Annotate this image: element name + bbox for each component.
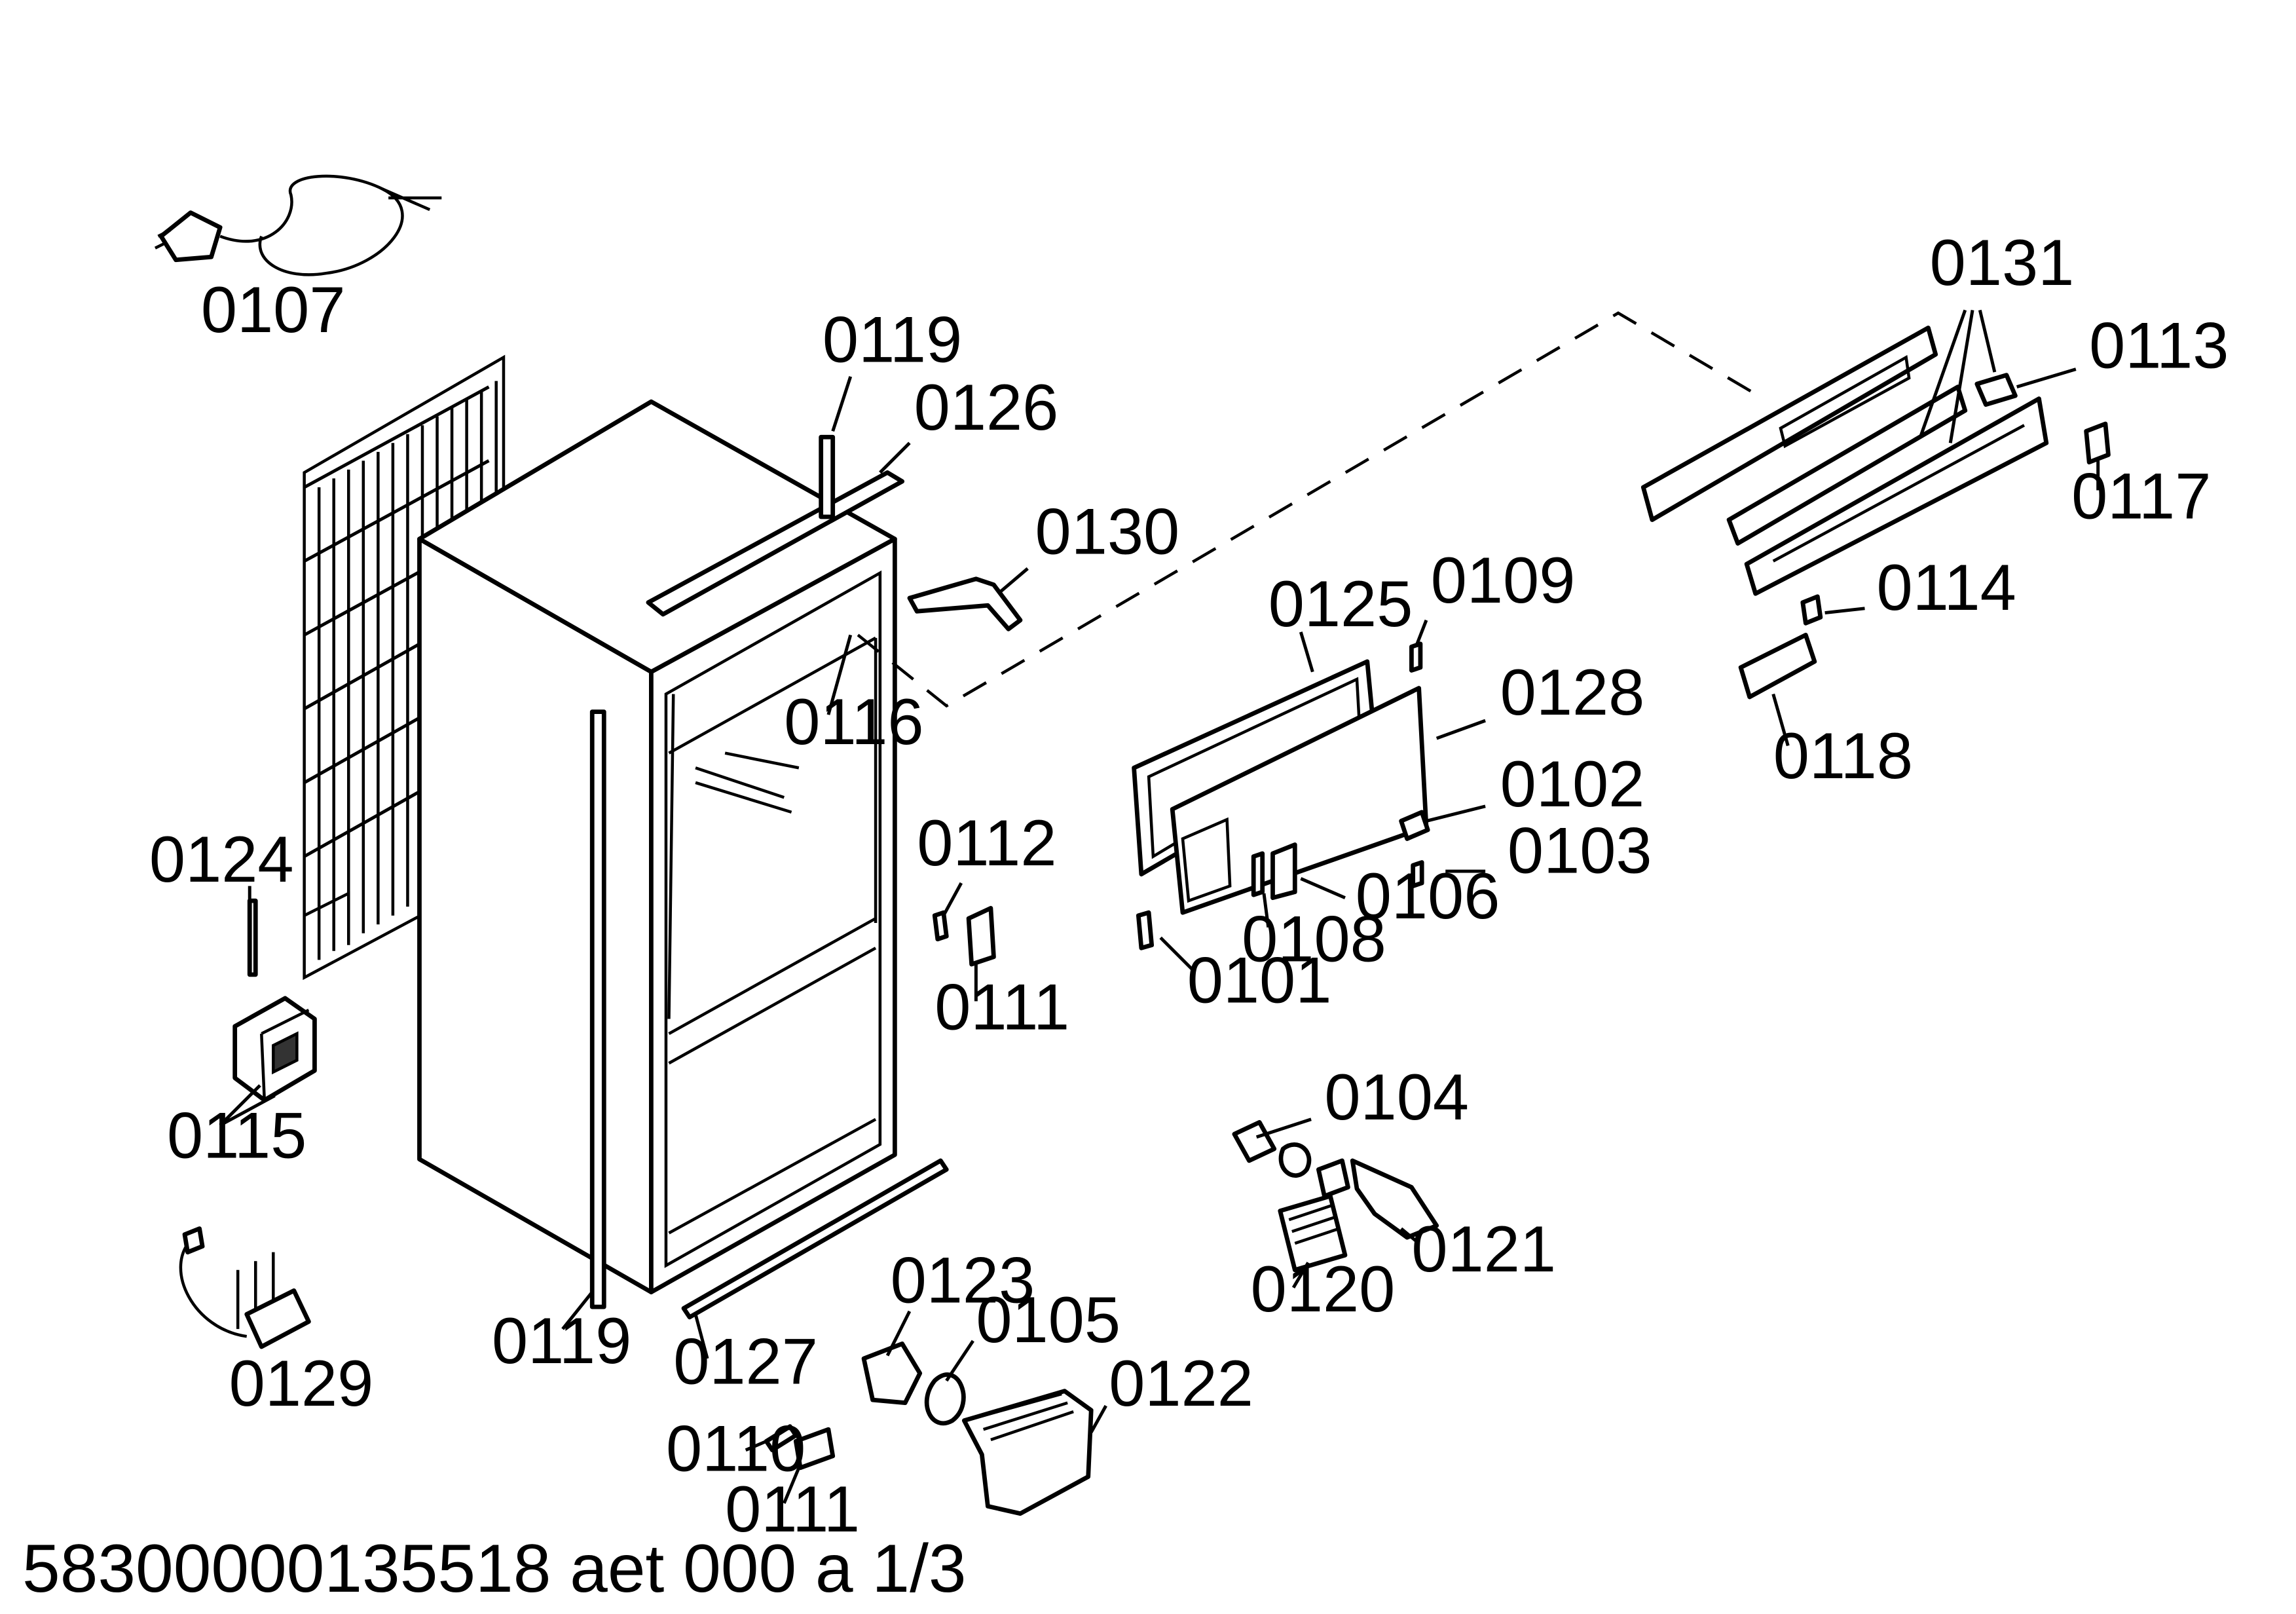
label-0101: 0101 [1187,945,1332,1017]
cabinet-body-drawing [417,399,897,1309]
label-0127: 0127 [673,1325,818,1398]
leader-lines [219,309,2100,1504]
part-labels: 0107 0119 0126 0130 0116 0125 0109 0128 … [149,227,2229,1546]
label-0111-bottom: 0111 [725,1473,860,1546]
lamp-assembly-drawing [1232,1119,1439,1273]
label-0120: 0120 [1251,1253,1396,1326]
label-0106: 0106 [1356,860,1500,933]
label-0131: 0131 [1930,227,2075,299]
small-clip-drawing [1136,910,1155,950]
thermostat-drawing [232,996,317,1102]
label-0114: 0114 [1877,552,2016,624]
label-0104: 0104 [1324,1061,1469,1134]
label-0119-top: 0119 [823,303,962,376]
screw-drawing [1409,641,1423,673]
screw-drawing-2 [1411,860,1424,888]
label-0130: 0130 [1035,495,1180,568]
capillary-drawing [247,898,258,977]
fan-blade-drawing [924,1372,966,1426]
fan-housing-drawing [961,1389,1094,1516]
label-0115: 0115 [167,1099,306,1172]
rail-assembly-drawing [1640,326,2049,596]
label-0126: 0126 [914,371,1059,444]
connector-drawing [764,1424,798,1453]
label-0122: 0122 [1109,1347,1253,1420]
label-0108: 0108 [1242,903,1386,976]
label-0107: 0107 [201,274,346,347]
clip-drawing-2 [932,910,949,942]
hinge-drawing [907,576,1023,631]
label-0105: 0105 [976,1284,1120,1357]
latch-plate-drawing [1399,810,1430,841]
top-bracket-drawing [646,434,905,617]
relay-drawing [179,1226,311,1349]
label-0119-bottom: 0119 [492,1305,631,1378]
cap-drawing-2 [966,906,996,967]
power-cord-drawing [154,174,442,276]
dashed-assembly-line [857,311,1760,708]
label-0112: 0112 [917,807,1056,880]
bottom-strip-drawing [681,1158,949,1320]
fan-motor-drawing [861,1342,923,1406]
label-0110: 0110 [666,1412,805,1485]
document-code: 58300000135518 aet 000 a 1/3 [22,1530,967,1606]
label-0121: 0121 [1411,1213,1556,1286]
label-0102: 0102 [1500,748,1645,821]
latch-drawing [1270,842,1297,901]
label-0123: 0123 [891,1244,1035,1317]
label-0113: 0113 [2089,309,2229,382]
small-tab-drawing [1800,594,1823,626]
label-0125: 0125 [1268,568,1413,641]
small-cover-drawing [2084,421,2111,464]
label-0109: 0109 [1431,544,1576,617]
label-0111-top: 0111 [935,971,1069,1043]
pin-drawing [1251,851,1265,897]
label-0103: 0103 [1508,814,1652,887]
label-0116: 0116 [784,686,923,759]
label-0124: 0124 [149,823,294,896]
label-0117: 0117 [2071,460,2211,533]
cap-drawing [793,1427,836,1471]
label-0128: 0128 [1500,656,1645,729]
label-0129: 0129 [229,1347,374,1420]
plate-drawing [1738,632,1817,700]
label-0118: 0118 [1773,720,1913,793]
